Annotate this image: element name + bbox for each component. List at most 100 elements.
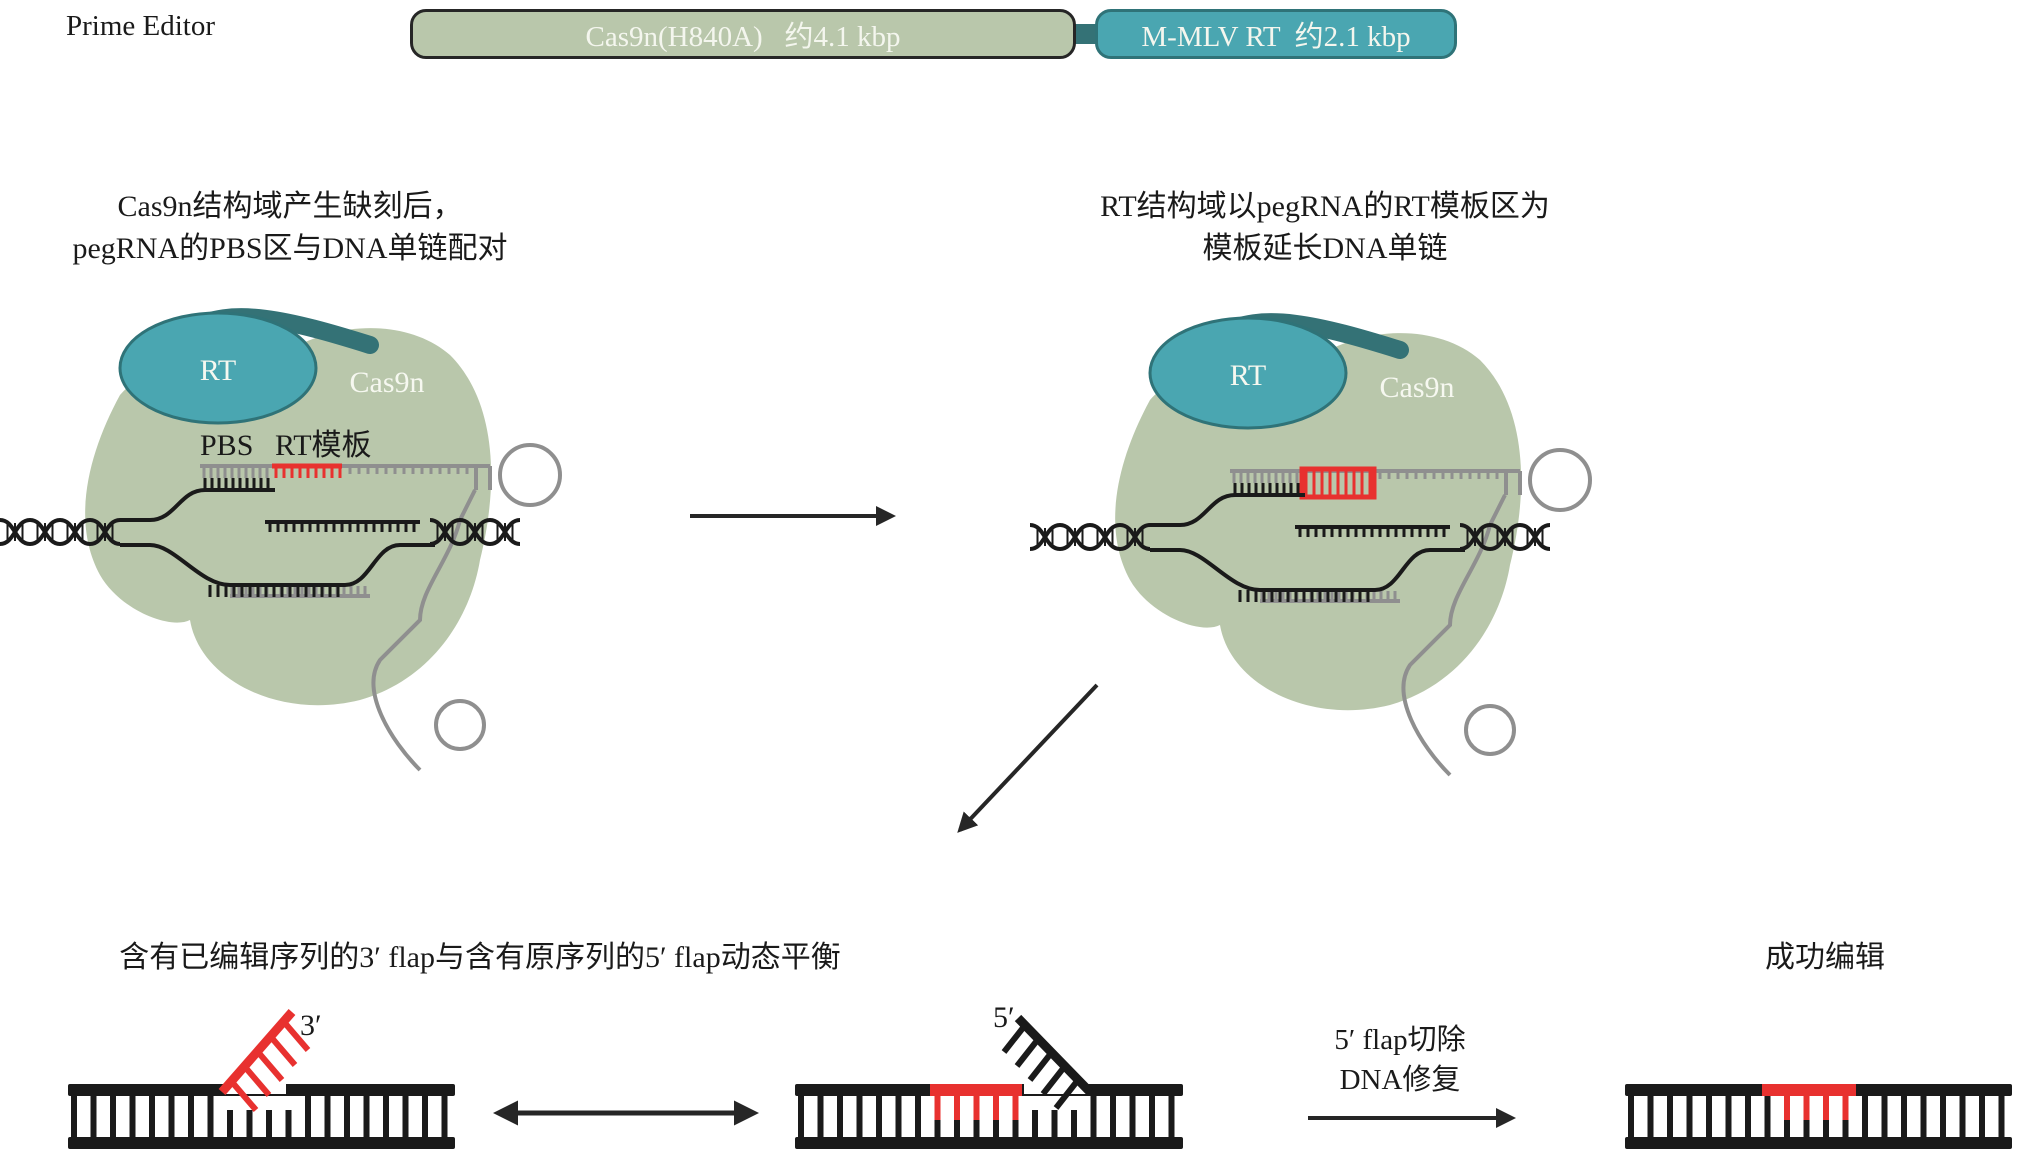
base-pair — [954, 1120, 960, 1143]
base-pair — [1862, 1090, 1868, 1143]
dna-helix-left — [0, 518, 121, 546]
base-pair — [1803, 1120, 1810, 1143]
step2-caption-line1: RT结构域以pegRNA的RT模板区为 — [1100, 190, 1550, 223]
repair-caption: 5′ flap切除 DNA修复 — [1300, 1020, 1500, 1100]
base-pair — [1012, 1120, 1019, 1143]
edited-base — [1784, 1090, 1790, 1120]
flap-5prime-base — [1053, 1078, 1081, 1110]
base-pair — [1686, 1090, 1693, 1143]
base-pair — [1881, 1090, 1888, 1143]
cas9n-protein — [1115, 333, 1522, 711]
base-pair — [1940, 1090, 1946, 1143]
base-pair — [227, 1110, 233, 1140]
base-pair — [1090, 1090, 1097, 1143]
base-pair — [90, 1090, 97, 1143]
three-prime-label: 3′ — [300, 1009, 322, 1042]
flap-3prime-base — [242, 1065, 272, 1097]
rt-domain-label: M-MLV RT 约2.1 kbp — [1141, 21, 1411, 53]
flap-5prime-base — [1040, 1064, 1068, 1096]
arrow-step2-to-step3 — [957, 683, 1099, 833]
base-pair — [71, 1090, 77, 1143]
rt-template-label: RT模板 — [275, 429, 372, 462]
flap-3prime-base — [268, 1035, 298, 1067]
base-pair — [266, 1110, 272, 1140]
base-pair — [1706, 1090, 1712, 1143]
base-pair — [110, 1090, 116, 1143]
step2-caption: RT结构域以pegRNA的RT模板区为 模板延长DNA单链 — [1050, 186, 1600, 270]
dna-5prime-flap — [795, 1014, 1183, 1149]
five-prime-label: 5′ — [993, 1001, 1015, 1034]
base-pair — [1628, 1090, 1634, 1143]
base-pair — [441, 1090, 448, 1143]
backbone-bottom — [1625, 1137, 2012, 1149]
complex-step1: RT Cas9n PBS RT模板 — [0, 308, 562, 772]
prime-editor-title: Prime Editor — [66, 10, 216, 42]
base-pair — [1784, 1120, 1790, 1143]
base-pair — [305, 1090, 311, 1143]
repair-caption-line2: DNA修复 — [1339, 1064, 1461, 1096]
base-pair — [895, 1090, 902, 1143]
base-pair — [1129, 1090, 1136, 1143]
pbs-label: PBS — [200, 429, 253, 462]
edited-backbone — [1762, 1084, 1856, 1096]
base-pair — [402, 1090, 409, 1143]
dna-edited-final — [1625, 1084, 2012, 1149]
flap-5prime-base — [1027, 1050, 1055, 1082]
dna-3prime-flap — [68, 1009, 455, 1149]
edited-base — [954, 1090, 960, 1120]
base-pair — [324, 1090, 331, 1143]
step3-caption: 含有已编辑序列的3′ flap与含有原序列的5′ flap动态平衡 — [119, 941, 841, 974]
base-pair — [915, 1090, 921, 1143]
edited-base — [1823, 1090, 1829, 1120]
flap-3prime-base — [281, 1020, 311, 1052]
rt-domain — [118, 311, 318, 425]
base-pair — [856, 1090, 863, 1143]
cas9n-domain-bar: Cas9n(H840A) 约4.1 kbp — [410, 9, 1076, 59]
base-pair — [1149, 1090, 1155, 1143]
base-pair — [246, 1110, 253, 1140]
rt-domain-bar: M-MLV RT 约2.1 kbp — [1095, 9, 1457, 59]
edited-base — [934, 1090, 941, 1120]
cas9n-domain-label: Cas9n(H840A) 约4.1 kbp — [585, 21, 901, 53]
cas9n-label: Cas9n — [350, 366, 425, 399]
base-pair — [993, 1120, 999, 1143]
pegrna — [200, 443, 562, 772]
base-pair — [1032, 1110, 1038, 1140]
base-pair — [934, 1120, 941, 1143]
backbone-bottom — [795, 1137, 1183, 1149]
base-pair — [344, 1090, 350, 1143]
dna-helix-right — [1459, 523, 1551, 551]
base-pair — [1823, 1120, 1829, 1143]
base-pair — [1071, 1110, 1077, 1140]
edited-base — [1842, 1090, 1849, 1120]
rt-template-bases — [274, 466, 342, 478]
flap-3prime-base — [255, 1050, 285, 1082]
base-pair — [1745, 1090, 1751, 1143]
base-pair — [1842, 1120, 1849, 1143]
step4-caption: 成功编辑 — [1765, 941, 1885, 974]
dna-helix-left — [1029, 523, 1151, 551]
base-pair — [1959, 1090, 1966, 1143]
rt-domain — [1148, 316, 1348, 430]
base-pair — [422, 1090, 428, 1143]
base-pair — [1979, 1090, 1985, 1143]
step1-caption-line1: Cas9n结构域产生缺刻后， — [117, 190, 463, 223]
base-pair — [1667, 1090, 1673, 1143]
step1-caption-line2: pegRNA的PBS区与DNA单链配对 — [72, 232, 508, 265]
base-pair — [1051, 1110, 1058, 1140]
edited-base — [1012, 1090, 1019, 1120]
base-pair — [149, 1090, 155, 1143]
base-pair — [1764, 1090, 1771, 1143]
base-pair — [129, 1090, 136, 1143]
step2-caption-line2: 模板延长DNA单链 — [1202, 232, 1448, 265]
base-pair — [285, 1110, 292, 1140]
base-pair — [798, 1090, 804, 1143]
flap-3prime-strand — [218, 1009, 296, 1095]
complex-step2: RT Cas9n — [1029, 313, 1592, 777]
flap-5prime-strand — [1014, 1014, 1094, 1096]
extended-dna-bases — [1304, 471, 1372, 497]
edited-backbone — [930, 1084, 1022, 1096]
rt-label: RT — [1230, 359, 1267, 392]
dna-helix-right — [429, 518, 521, 546]
dna-bases — [203, 478, 416, 597]
